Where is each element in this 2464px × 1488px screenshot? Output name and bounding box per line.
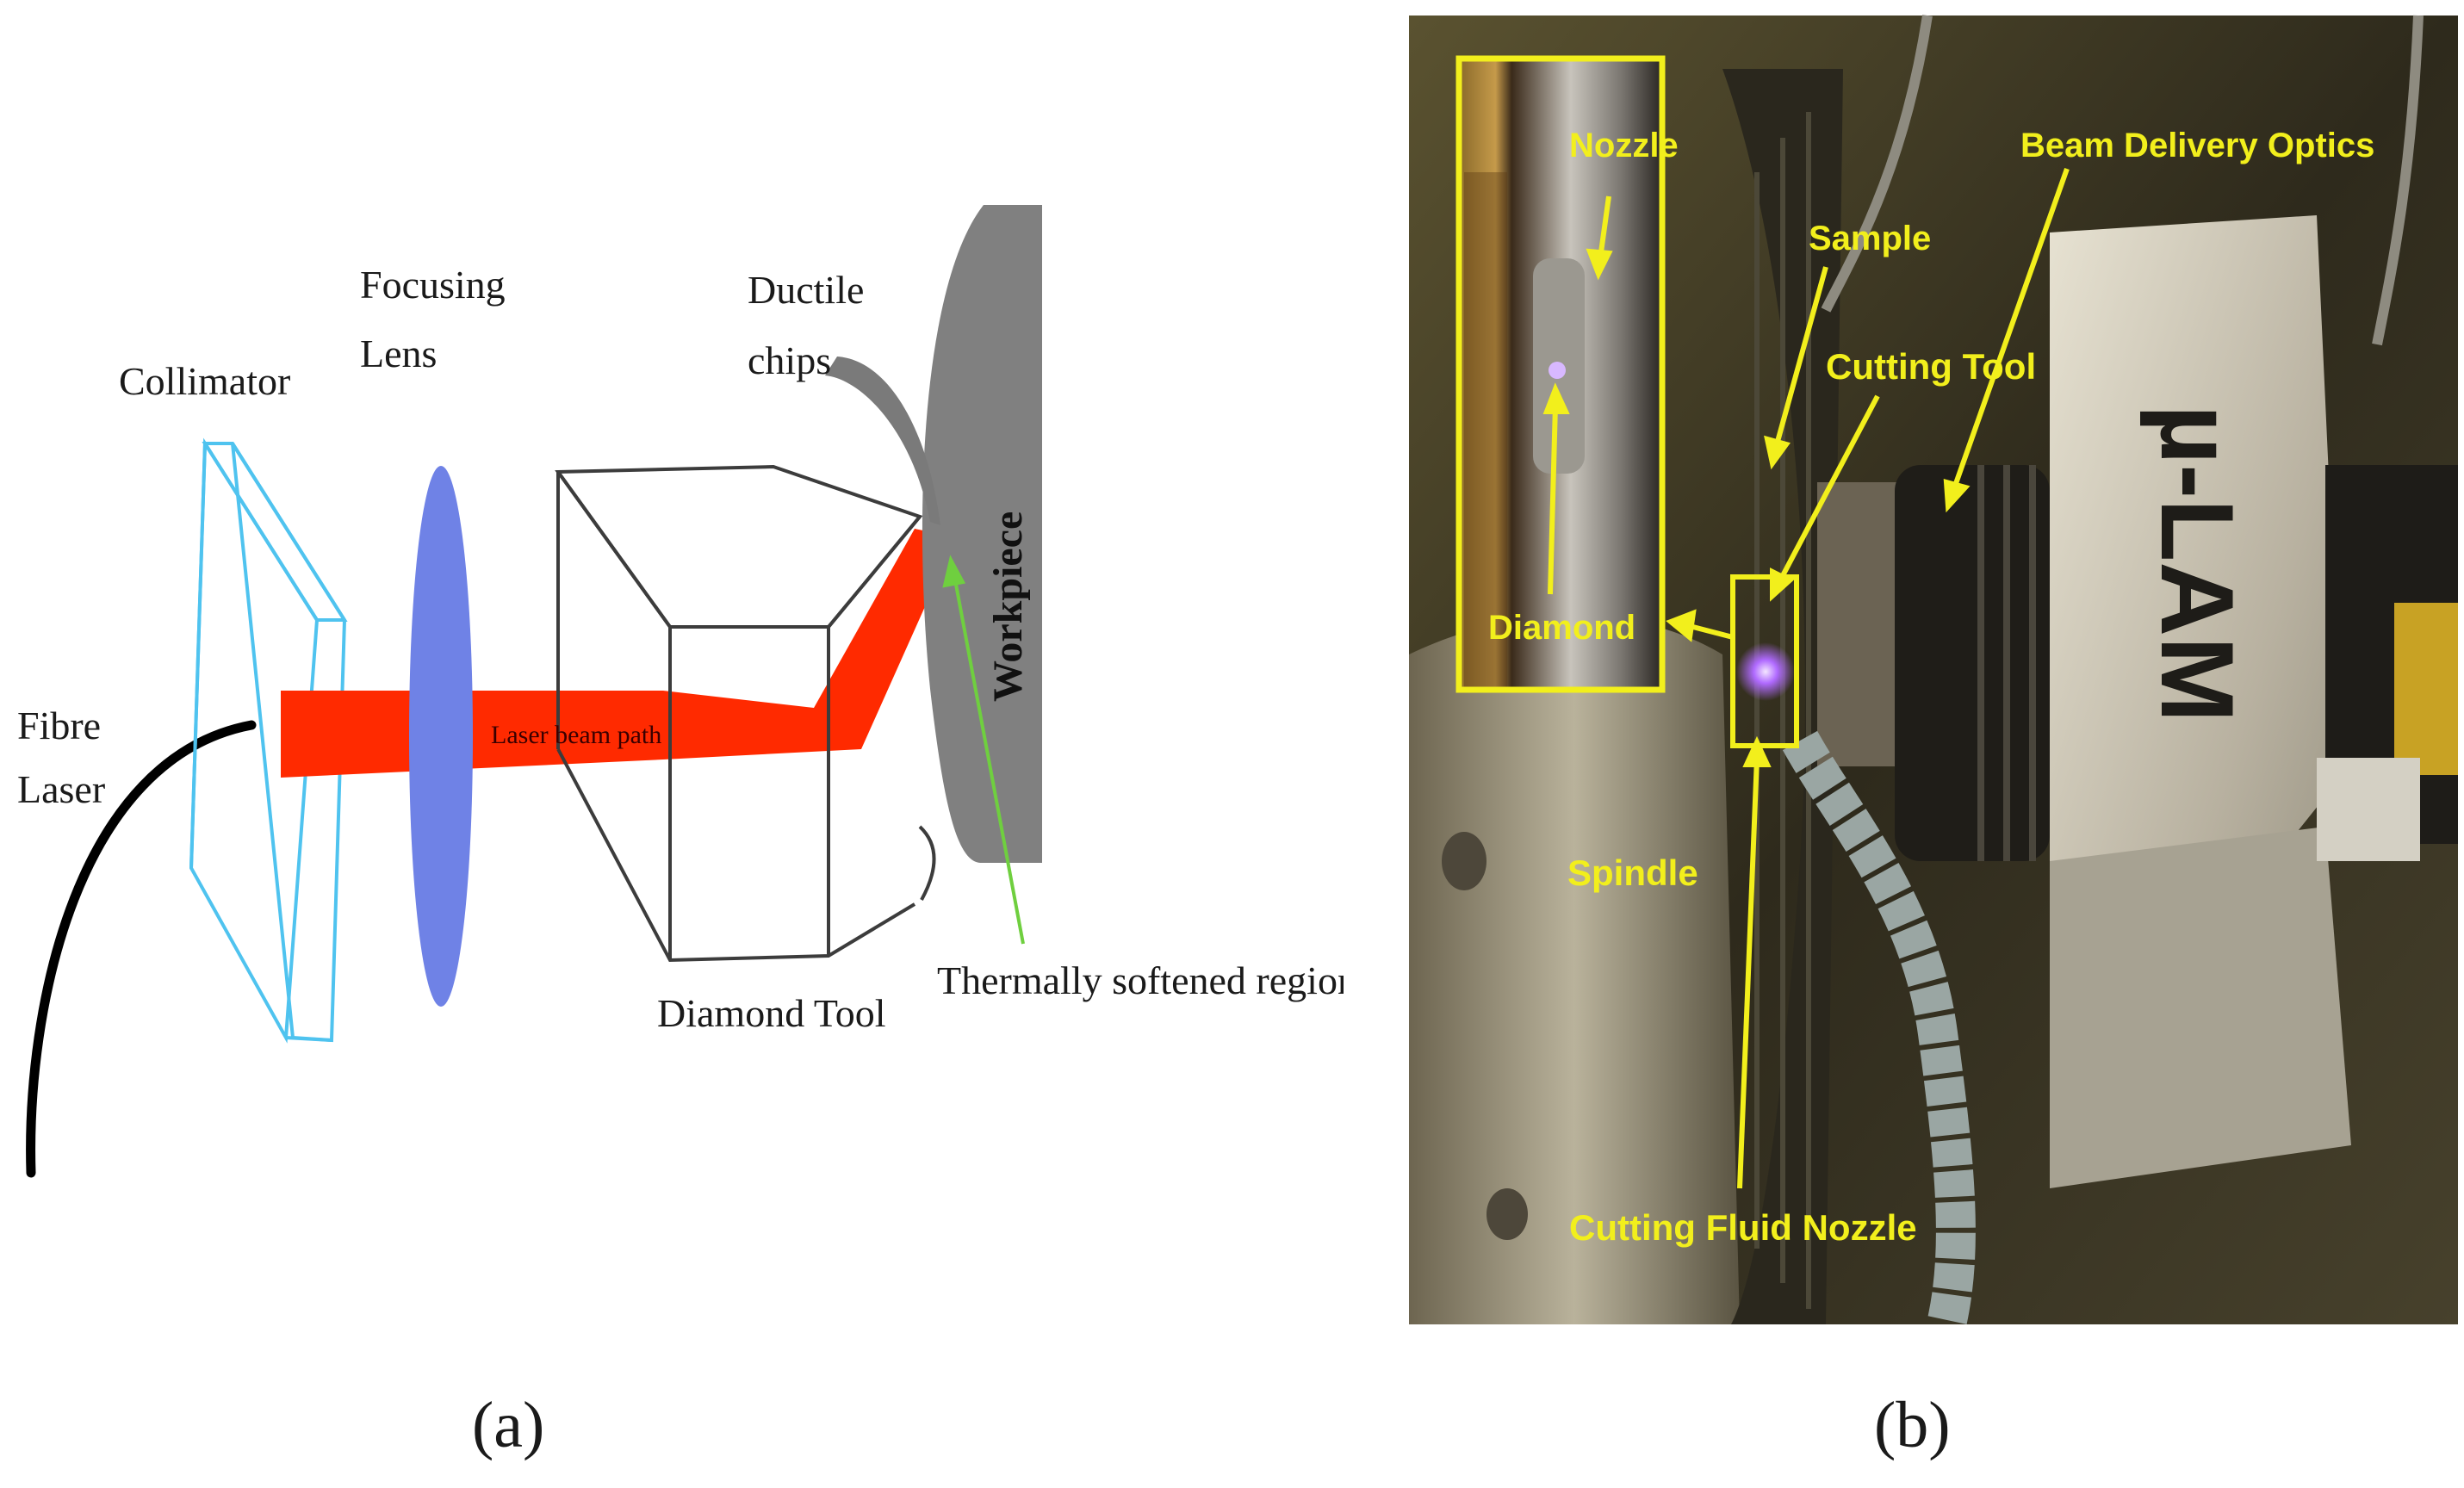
- nozzle-label: Nozzle: [1569, 127, 1679, 164]
- laser-assisted-machining-schematic: Fibre Laser Collimator Focusing Lens Duc…: [17, 205, 1344, 1461]
- collar-grooves: [1977, 465, 2036, 861]
- annotation-arrows: [1542, 168, 2070, 1189]
- caption-b: (b): [1874, 1389, 1951, 1461]
- collar-rings: [1895, 465, 2050, 861]
- collimator-label: Collimator: [119, 359, 290, 403]
- fibre-optic-cable-right: [2372, 15, 2424, 346]
- spindle-bolt: [1442, 832, 1486, 890]
- caption-a: (a): [472, 1389, 544, 1461]
- ductile-chips-label-line1: Ductile: [748, 268, 864, 312]
- workpiece-label: Workpiece: [985, 512, 1031, 702]
- spindle-bolt: [1486, 1188, 1528, 1240]
- housing-base: [2050, 827, 2351, 1188]
- fibre-optic-cable: [1821, 15, 1933, 313]
- inset-connector-arrow: [1666, 609, 1734, 642]
- cutting-tool-label: Cutting Tool: [1826, 346, 2036, 387]
- inset-frame: [1455, 55, 1666, 693]
- ductile-chips-label-line2: chips: [748, 338, 831, 382]
- thermally-softened-region-label: Thermally softened region: [937, 958, 1344, 1002]
- laser-glow: [1736, 642, 1795, 701]
- sample-label: Sample: [1809, 220, 1931, 257]
- beam-delivery-optics-label: Beam Delivery Optics: [2020, 127, 2374, 164]
- tool-highlight-frame: [1730, 574, 1799, 748]
- fibre-laser-label-line2: Laser: [17, 767, 105, 811]
- brand-mark: µ-LAM: [2139, 405, 2255, 722]
- fibre-laser-label-line1: Fibre: [17, 704, 101, 747]
- diamond-tool-label: Diamond Tool: [657, 991, 886, 1035]
- sample-disc: [1722, 69, 1843, 1324]
- diamond-label: Diamond: [1488, 609, 1635, 647]
- collimator-shape: [189, 437, 348, 1044]
- laser-beam-path-label: Laser beam path: [491, 721, 661, 749]
- right-bracket: [2317, 758, 2420, 861]
- inset-magnified-view: [1459, 59, 1662, 690]
- spindle-label: Spindle: [1567, 852, 1698, 893]
- diamond-tool-shape: [555, 464, 936, 963]
- cutting-fluid-nozzle-label: Cutting Fluid Nozzle: [1569, 1207, 1917, 1248]
- focusing-lens-label-line1: Focusing: [360, 263, 506, 307]
- spindle-body: [1409, 616, 1740, 1324]
- softened-region-pointer: [942, 555, 1025, 945]
- focusing-lens-shape: [409, 466, 473, 1007]
- workpiece-shape: [922, 205, 1042, 863]
- disc-ridges: [1754, 112, 1811, 1309]
- ductile-chip-shape: [825, 356, 940, 525]
- fibre-cable: [26, 720, 257, 1178]
- coolant-hose: [1782, 730, 1976, 1330]
- focusing-lens-label-line2: Lens: [360, 332, 437, 375]
- right-label-plate: [2394, 603, 2458, 775]
